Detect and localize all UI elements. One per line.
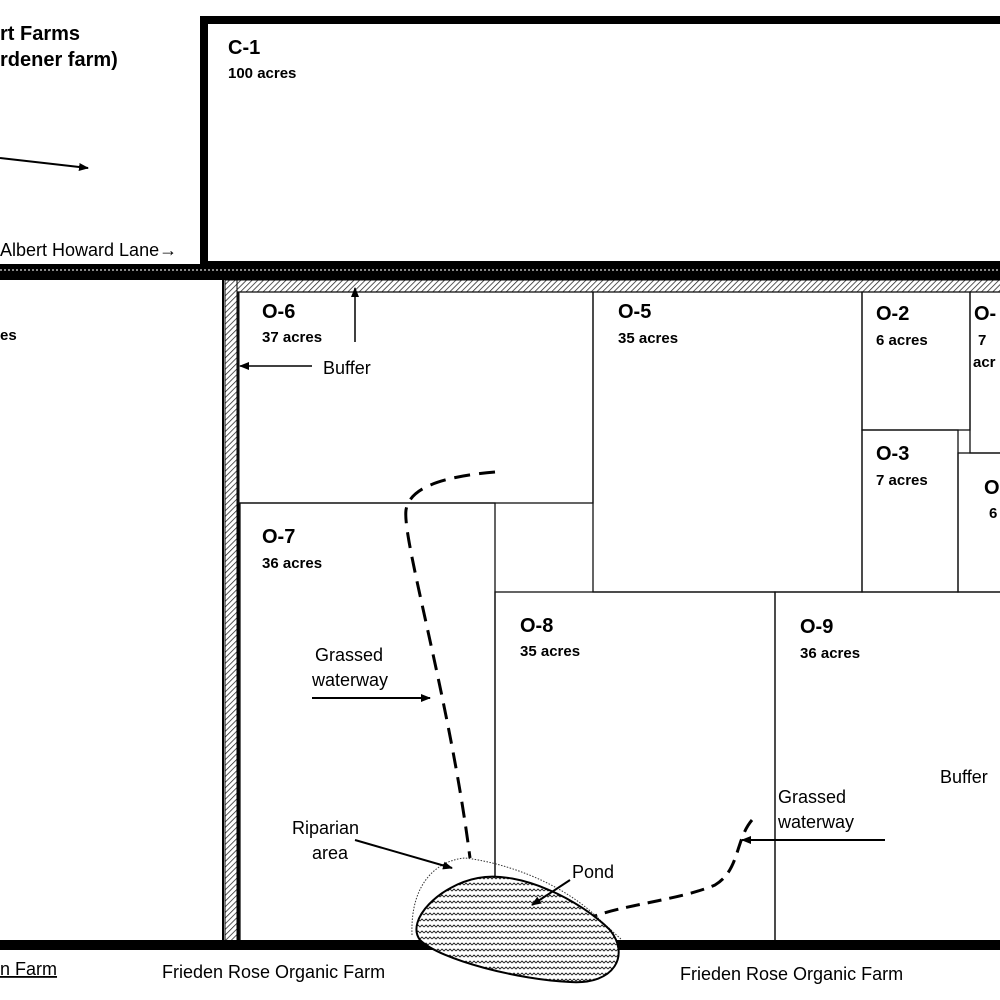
field-acres-o5: 35 acres (618, 330, 678, 347)
grassed-waterway-right (589, 819, 754, 920)
field-name-o1: O- (974, 303, 996, 325)
waterway-label-left-2: waterway (311, 670, 388, 690)
pond-label: Pond (572, 862, 614, 882)
grassed-waterway-left (404, 470, 496, 859)
left-field-acres: es (0, 327, 17, 344)
waterway-label-right-2: waterway (777, 812, 854, 832)
riparian-area (411, 857, 623, 941)
field-acres-o9: 36 acres (800, 645, 860, 662)
neighbor-bottom-right: Frieden Rose Organic Farm (680, 964, 903, 984)
field-acres-o4: 6 (989, 505, 997, 522)
neighbor-farm-type: rdener farm) (0, 49, 118, 71)
riparian-label-2: area (312, 843, 349, 863)
field-o4 (957, 452, 1000, 593)
field-acres-c1: 100 acres (228, 65, 296, 82)
field-name-o4: O (984, 477, 1000, 499)
waterway-label-right-1: Grassed (778, 787, 846, 807)
buffer-strip-top (236, 279, 1000, 293)
field-name-o9: O-9 (800, 616, 833, 638)
buffer-strip-left (224, 279, 238, 946)
neighbor-farm-name: rt Farms (0, 23, 80, 45)
field-o6 (237, 291, 594, 504)
neighbor-bottom-center: Frieden Rose Organic Farm (162, 962, 385, 982)
field-acres-o6: 37 acres (262, 329, 322, 346)
field-name-c1: C-1 (228, 37, 260, 59)
field-c1 (200, 16, 1000, 269)
field-name-o6: O-6 (262, 301, 295, 323)
field-acres-o8: 35 acres (520, 643, 580, 660)
waterway-label-left-1: Grassed (315, 645, 383, 665)
field-acres-o3: 7 acres (876, 472, 928, 489)
field-name-o8: O-8 (520, 615, 553, 637)
field-name-o3: O-3 (876, 443, 909, 465)
field-acres-o1: 7 (978, 332, 986, 349)
neighbor-bottom-left: n Farm (0, 959, 57, 979)
buffer-label-right: Buffer (940, 767, 988, 787)
field-name-o2: O-2 (876, 303, 909, 325)
field-name-o7: O-7 (262, 526, 295, 548)
field-acres-o1-unit: acr (973, 354, 996, 371)
pond (415, 875, 620, 984)
riparian-label-1: Riparian (292, 818, 359, 838)
field-acres-o7: 36 acres (262, 555, 322, 572)
field-name-o5: O-5 (618, 301, 651, 323)
road-label: Albert Howard Lane→ (0, 240, 177, 260)
field-acres-o2: 6 acres (876, 332, 928, 349)
buffer-label-top: Buffer (323, 358, 371, 378)
road (0, 264, 1000, 280)
